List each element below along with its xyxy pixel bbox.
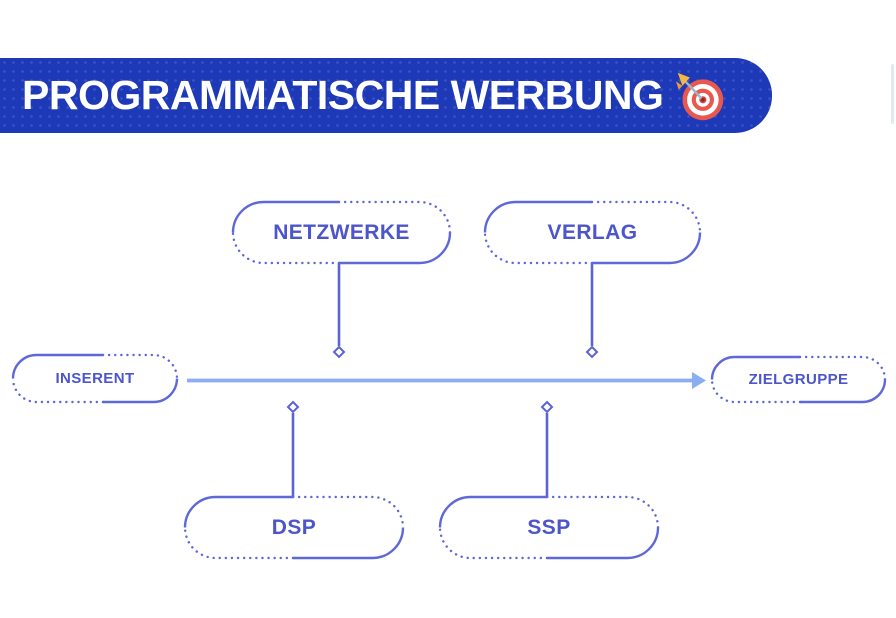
node-label-netzwerke: NETZWERKE [273,220,410,244]
diamond-netzwerke [332,345,346,359]
node-netzwerke: NETZWERKE [231,200,452,265]
diamond-ssp [540,400,554,414]
node-ssp: SSP [438,495,660,560]
node-zielgruppe: ZIELGRUPPE [710,355,887,404]
node-dsp: DSP [183,495,405,560]
node-label-zielgruppe: ZIELGRUPPE [748,371,849,388]
node-verlag: VERLAG [483,200,702,265]
node-label-verlag: VERLAG [547,220,638,244]
node-border [11,353,179,404]
diamond-dsp [286,400,300,414]
node-border [438,495,660,560]
node-border [183,495,405,560]
target-icon [676,72,724,120]
node-label-ssp: SSP [527,515,571,539]
page-title: PROGRAMMATISCHE WERBUNG [22,72,664,118]
right-edge-accent [891,64,894,124]
node-label-dsp: DSP [271,515,317,539]
node-border [483,200,702,265]
node-border [710,355,887,404]
node-border [231,200,452,265]
title-banner: PROGRAMMATISCHE WERBUNG [0,58,772,133]
node-inserent: INSERENT [11,353,179,404]
node-label-inserent: INSERENT [55,370,135,387]
diamond-verlag [585,345,599,359]
flow-arrow-head [692,372,706,389]
